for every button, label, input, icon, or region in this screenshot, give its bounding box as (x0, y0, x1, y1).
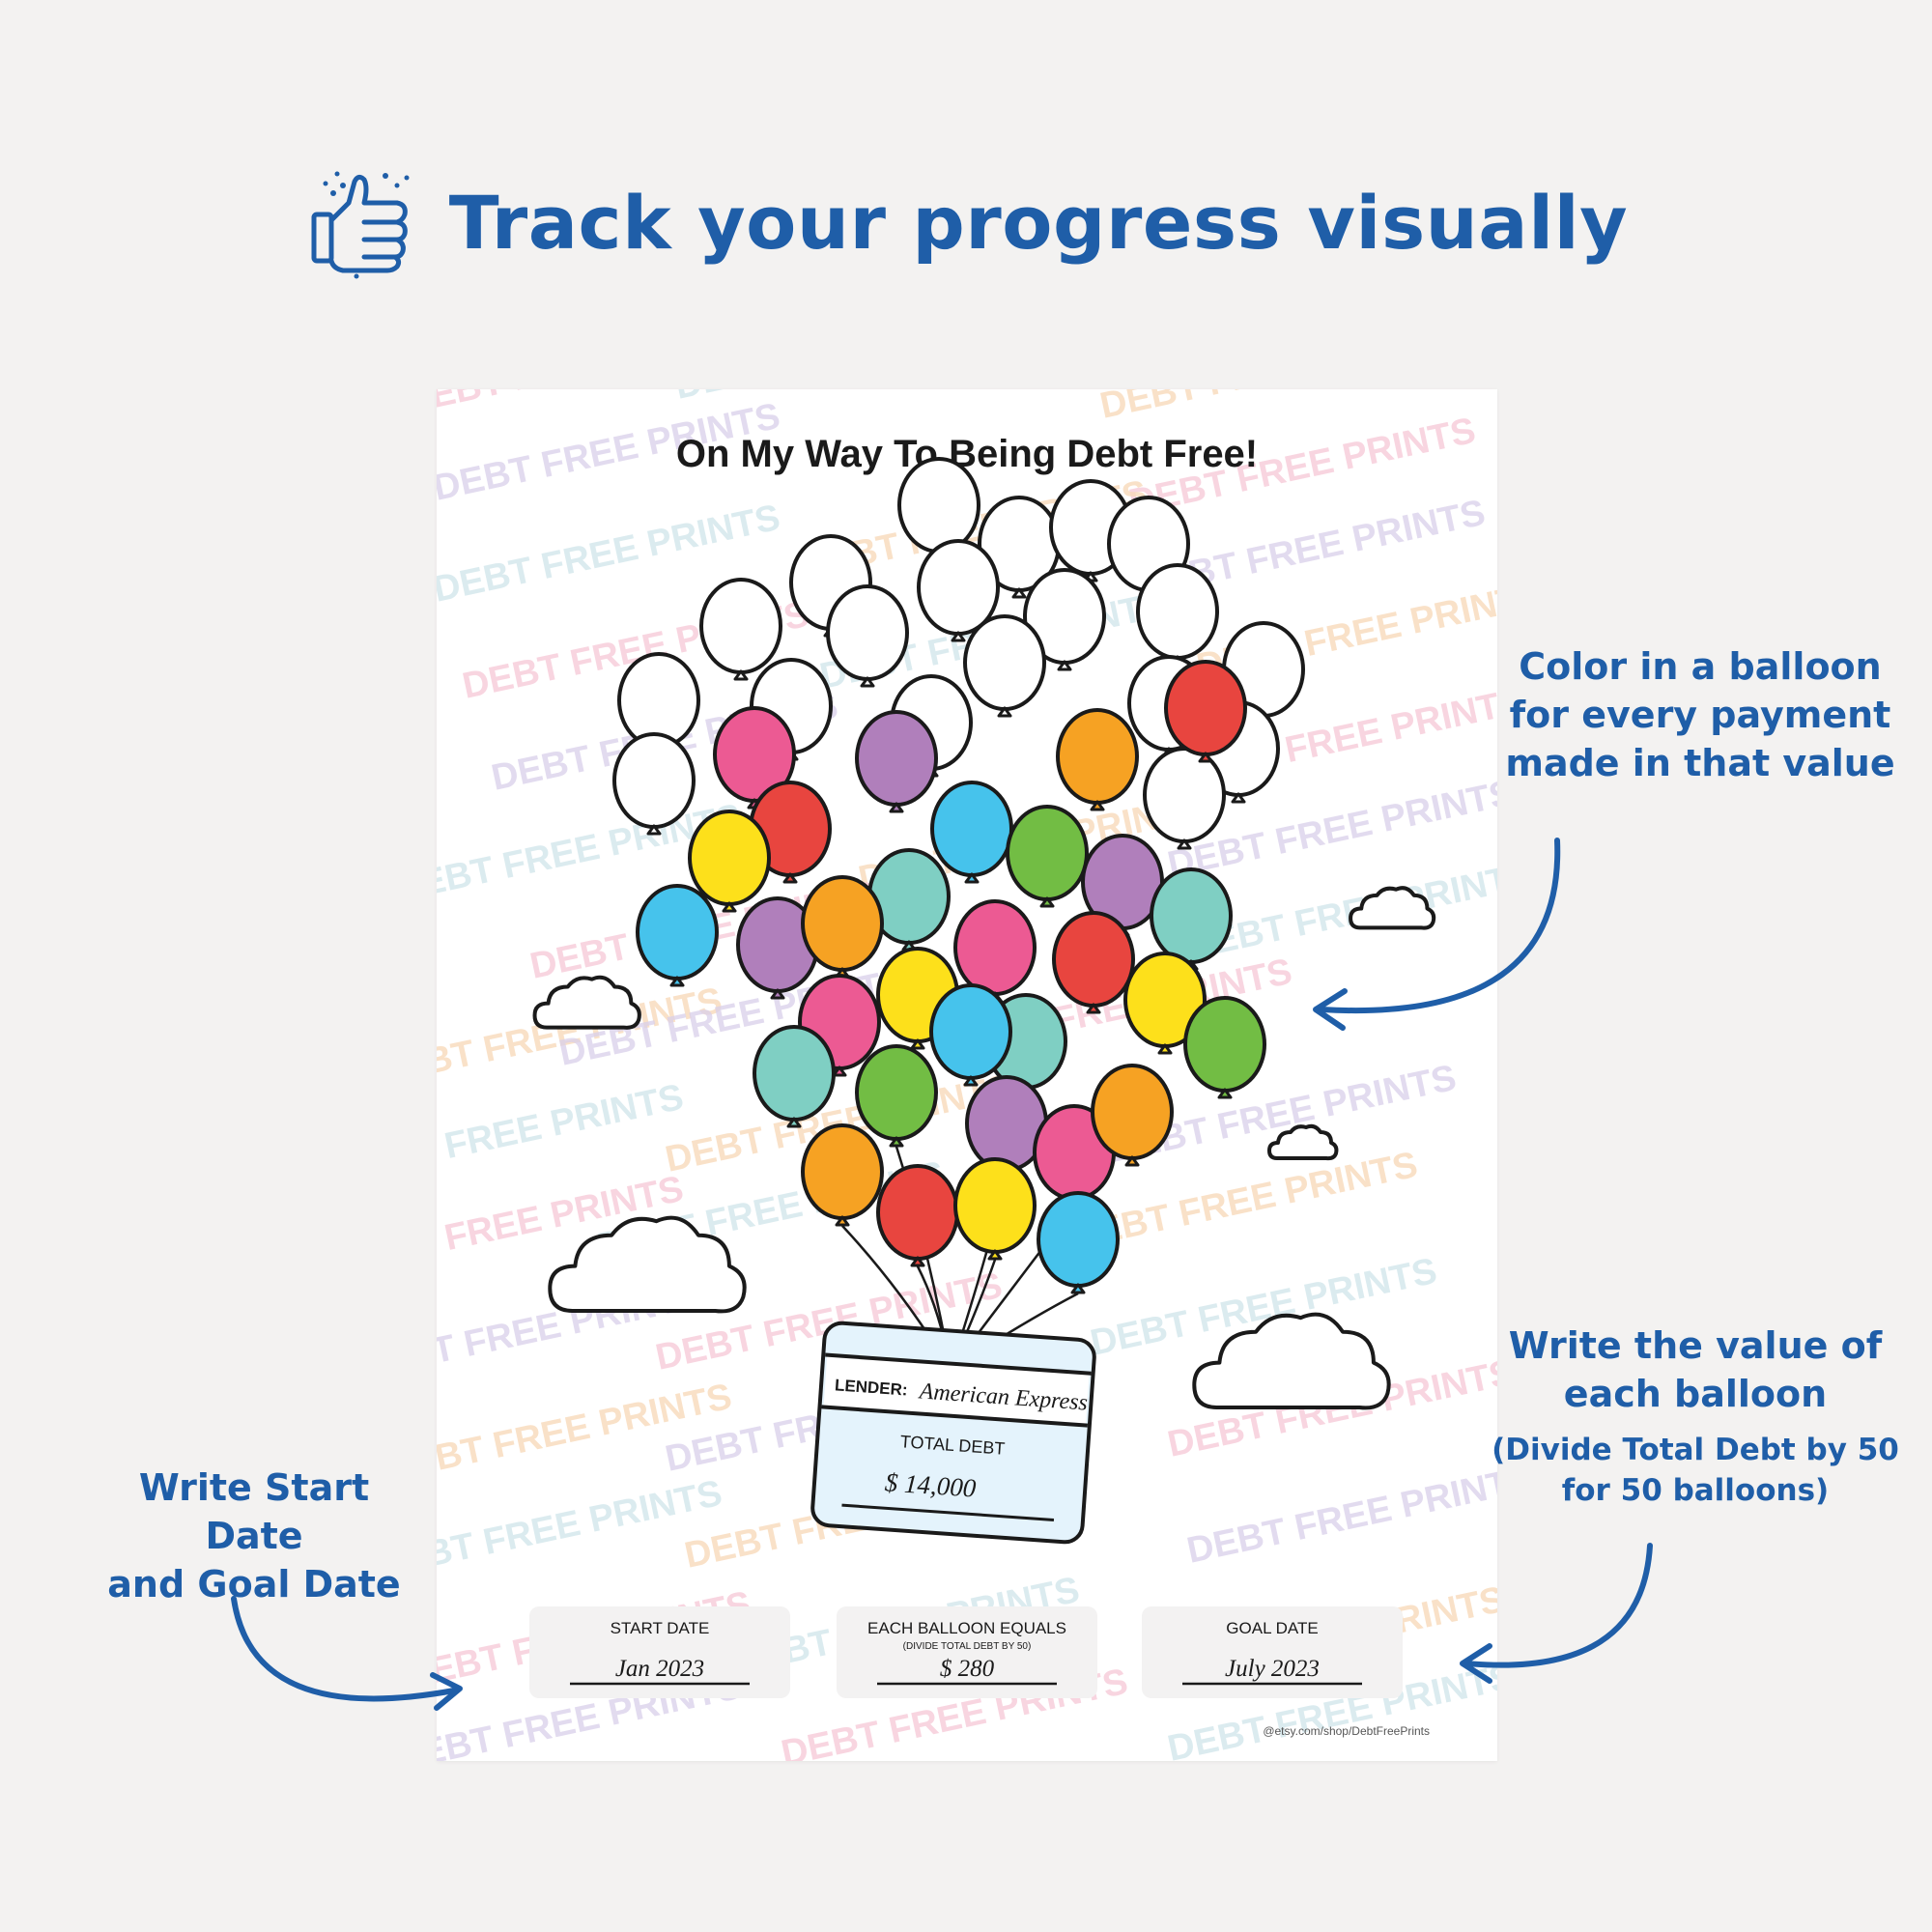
arrow-icon (231, 1596, 463, 1711)
callout-line: for every payment (1509, 694, 1891, 736)
sheet-title: On My Way To Being Debt Free! (676, 433, 1258, 475)
field-start-date: START DATE Jan 2023 (529, 1606, 790, 1698)
lender-band (823, 1354, 1090, 1424)
balloon-icon[interactable] (753, 1025, 836, 1128)
callout-write-dates: Write Start Date and Goal Date (85, 1463, 423, 1608)
field-note: (DIVIDE TOTAL DEBT BY 50) (903, 1641, 1032, 1652)
balloon-icon[interactable] (855, 710, 938, 813)
balloon-cluster (612, 457, 1305, 1294)
balloon-icon[interactable] (1123, 952, 1207, 1055)
balloon-icon[interactable] (1052, 911, 1135, 1014)
balloon-icon[interactable] (688, 810, 771, 913)
callout-line: Write the value of (1508, 1324, 1883, 1367)
balloon-icon[interactable] (1091, 1064, 1174, 1167)
balloon-icon[interactable] (826, 584, 909, 688)
balloon-icon[interactable] (1023, 568, 1106, 671)
field-label: GOAL DATE (1226, 1619, 1318, 1637)
balloon-icon[interactable] (963, 614, 1046, 718)
field-value: July 2023 (1225, 1656, 1320, 1682)
balloon-icon[interactable] (1006, 805, 1089, 908)
balloon-icon[interactable] (929, 983, 1012, 1087)
balloon-icon[interactable] (1164, 660, 1247, 763)
balloon-icon[interactable] (1056, 708, 1139, 811)
cloud-icon (548, 1215, 747, 1314)
callout-line: made in that value (1505, 742, 1895, 784)
callout-subtext: (Divide Total Debt by 50 for 50 balloons… (1488, 1430, 1903, 1511)
headline: Track your progress visually (0, 155, 1932, 290)
cloud-icon (532, 975, 641, 1030)
cloud-icon (1192, 1312, 1391, 1410)
callout-line: Write Start Date (138, 1466, 370, 1557)
cloud-icon (1349, 886, 1436, 930)
balloon-icon[interactable] (612, 732, 696, 836)
balloon-icon[interactable] (855, 1044, 938, 1148)
arrow-icon (1460, 1543, 1653, 1684)
field-value: $ 280 (940, 1656, 995, 1682)
callout-line: Color in a balloon (1519, 645, 1882, 688)
headline-text: Track your progress visually (448, 179, 1629, 266)
arrow-icon (1313, 838, 1561, 1031)
field-value: Jan 2023 (615, 1656, 704, 1682)
callout-line: and Goal Date (107, 1563, 401, 1605)
cloud-layer (532, 886, 1436, 1410)
field-label: START DATE (611, 1619, 710, 1637)
balloon-icon[interactable] (801, 1123, 884, 1227)
callout-line: each balloon (1563, 1373, 1828, 1415)
balloon-icon[interactable] (953, 1157, 1037, 1261)
balloon-icon[interactable] (1037, 1191, 1120, 1294)
callout-color-balloon: Color in a balloon for every payment mad… (1488, 642, 1913, 787)
callout-line: for 50 balloons) (1561, 1473, 1830, 1508)
field-balloon-value: EACH BALLOON EQUALS (DIVIDE TOTAL DEBT B… (837, 1606, 1097, 1698)
balloon-icon[interactable] (1183, 996, 1266, 1099)
thumbs-up-icon (311, 171, 410, 279)
balloon-icon[interactable] (636, 884, 719, 987)
cloud-icon (1267, 1123, 1339, 1161)
debt-card: LENDER: American Express TOTAL DEBT $ 14… (810, 1321, 1096, 1545)
callout-line: (Divide Total Debt by 50 (1492, 1433, 1899, 1467)
callout-write-value: Write the value of each balloon (Divide … (1488, 1321, 1903, 1511)
etsy-credit: @etsy.com/shop/DebtFreePrints (1263, 1724, 1430, 1738)
total-debt-value: $ 14,000 (884, 1467, 978, 1503)
field-label: EACH BALLOON EQUALS (867, 1619, 1066, 1637)
balloon-icon[interactable] (917, 539, 1000, 642)
field-goal-date: GOAL DATE July 2023 (1142, 1606, 1403, 1698)
balloon-icon[interactable] (699, 578, 782, 681)
